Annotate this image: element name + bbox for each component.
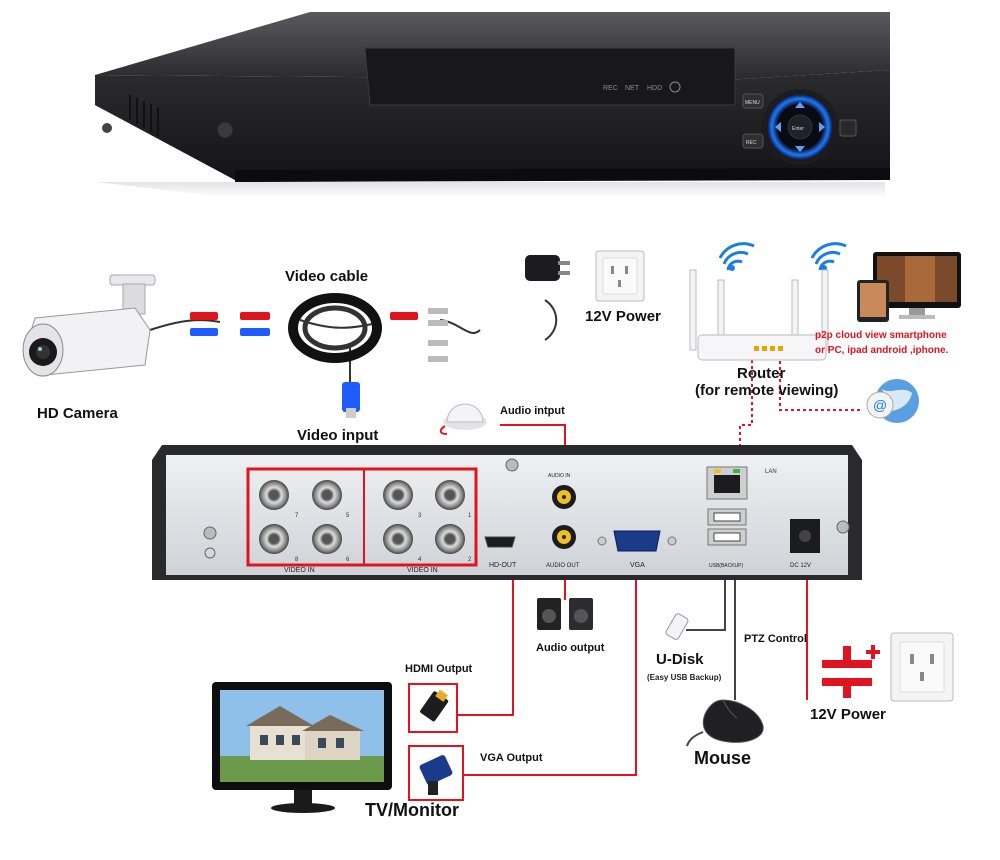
menu-button-label: MENU bbox=[745, 100, 760, 106]
channel-4-label: 4 bbox=[418, 557, 422, 563]
audio-input-label: Audio intput bbox=[500, 405, 565, 417]
power-plus-icon bbox=[822, 645, 880, 698]
video-cable-image bbox=[190, 293, 448, 418]
remote-devices-image bbox=[857, 252, 961, 322]
camera-cable bbox=[149, 319, 221, 331]
audio-output-label: Audio output bbox=[536, 642, 605, 654]
internet-wire bbox=[779, 355, 860, 411]
channel-2-label: 2 bbox=[468, 557, 472, 563]
hdmi-output-box bbox=[408, 683, 458, 733]
wall-outlet-icon-top bbox=[595, 250, 645, 302]
wifi-icon-left bbox=[718, 242, 755, 271]
lan-wire bbox=[739, 360, 753, 470]
arrow-icons bbox=[775, 102, 825, 152]
hd-out-label: HD-OUT bbox=[489, 562, 517, 569]
enter-button-label: Enter bbox=[792, 126, 804, 132]
u-disk-label: U-Disk bbox=[656, 651, 704, 668]
p2p-line-2: or PC, ipad android ,iphone. bbox=[815, 345, 949, 356]
status-icon bbox=[669, 81, 681, 93]
svg-text:@: @ bbox=[873, 397, 887, 413]
enter-button[interactable] bbox=[787, 114, 813, 140]
wall-outlet-icon-bottom bbox=[890, 632, 954, 702]
video-input-label: Video input bbox=[297, 427, 379, 444]
internet-globe-icon: @ bbox=[866, 379, 919, 423]
vga-output-label: VGA Output bbox=[480, 752, 543, 764]
channel-5-label: 5 bbox=[346, 513, 350, 519]
hdmi-wire bbox=[455, 555, 514, 716]
ptz-control-label: PTZ Control bbox=[744, 633, 807, 645]
microphone-icon bbox=[439, 403, 487, 435]
vga-output-box bbox=[408, 745, 464, 801]
u-disk-sublabel: (Easy USB Backup) bbox=[647, 673, 722, 682]
router-image bbox=[689, 242, 847, 361]
side-vents bbox=[129, 95, 159, 136]
vga-port bbox=[613, 530, 661, 552]
hd-camera-image bbox=[22, 274, 156, 377]
tv-monitor-label: TV/Monitor bbox=[365, 800, 459, 820]
power-label-bottom: 12V Power bbox=[810, 706, 886, 723]
dvr-front-unit: REC NET HDD MENU REC Enter bbox=[95, 12, 890, 198]
wifi-icon-right bbox=[810, 242, 847, 271]
video-cable-label: Video cable bbox=[285, 268, 369, 285]
rec-indicator-label: REC bbox=[603, 85, 618, 92]
hdmi-output-label: HDMI Output bbox=[405, 663, 473, 675]
p2p-line-1: p2p cloud view smartphone bbox=[815, 330, 947, 341]
vga-panel-label: VGA bbox=[630, 562, 645, 569]
router-sublabel: (for remote viewing) bbox=[695, 382, 839, 399]
power-adapter-cable bbox=[544, 299, 558, 341]
net-indicator-label: NET bbox=[625, 85, 640, 92]
rec-button[interactable] bbox=[742, 133, 764, 149]
lan-panel-label: LAN bbox=[765, 469, 777, 475]
audio-out-panel-label: AUDIO OUT bbox=[546, 563, 580, 569]
bnc-connectors bbox=[259, 480, 465, 554]
video-in-label-right: VIDEO IN bbox=[407, 567, 438, 574]
channel-7-label: 7 bbox=[295, 513, 299, 519]
tv-monitor-image bbox=[212, 682, 392, 813]
mouse-icon bbox=[686, 699, 764, 747]
vga-plug-icon bbox=[419, 755, 453, 795]
dc-panel-label: DC 12V bbox=[790, 563, 811, 569]
mouse-label: Mouse bbox=[694, 748, 752, 768]
speakers-icon bbox=[537, 598, 593, 630]
hdmi-plug-icon bbox=[420, 689, 449, 722]
usb-port-front bbox=[839, 119, 857, 137]
menu-button[interactable] bbox=[742, 93, 764, 109]
dvr-back-panel: 7 5 8 6 3 1 4 2 VIDEO IN VIDEO IN HD-OUT… bbox=[152, 445, 862, 580]
channel-3-label: 3 bbox=[418, 513, 422, 519]
usb-disk-wire bbox=[686, 560, 726, 631]
vga-wire bbox=[455, 545, 637, 776]
rec-button-label: REC bbox=[746, 140, 757, 146]
channel-8-label: 8 bbox=[295, 557, 299, 563]
hdd-indicator-label: HDD bbox=[647, 85, 662, 92]
video-in-highlight-box bbox=[246, 467, 478, 567]
usb-disk-icon bbox=[665, 613, 689, 640]
audio-in-panel-label: AUDIO IN bbox=[548, 473, 571, 479]
channel-1-label: 1 bbox=[468, 513, 472, 519]
router-label: Router bbox=[737, 365, 786, 382]
usb-panel-label: USB(BACKUP) bbox=[709, 563, 744, 569]
front-display-window bbox=[364, 47, 736, 106]
channel-6-label: 6 bbox=[346, 557, 350, 563]
hd-camera-label: HD Camera bbox=[37, 405, 118, 422]
power-label-top: 12V Power bbox=[585, 308, 661, 325]
power-adapter-icon bbox=[525, 255, 570, 281]
hdmi-port bbox=[484, 536, 516, 548]
video-in-label-left: VIDEO IN bbox=[284, 567, 315, 574]
